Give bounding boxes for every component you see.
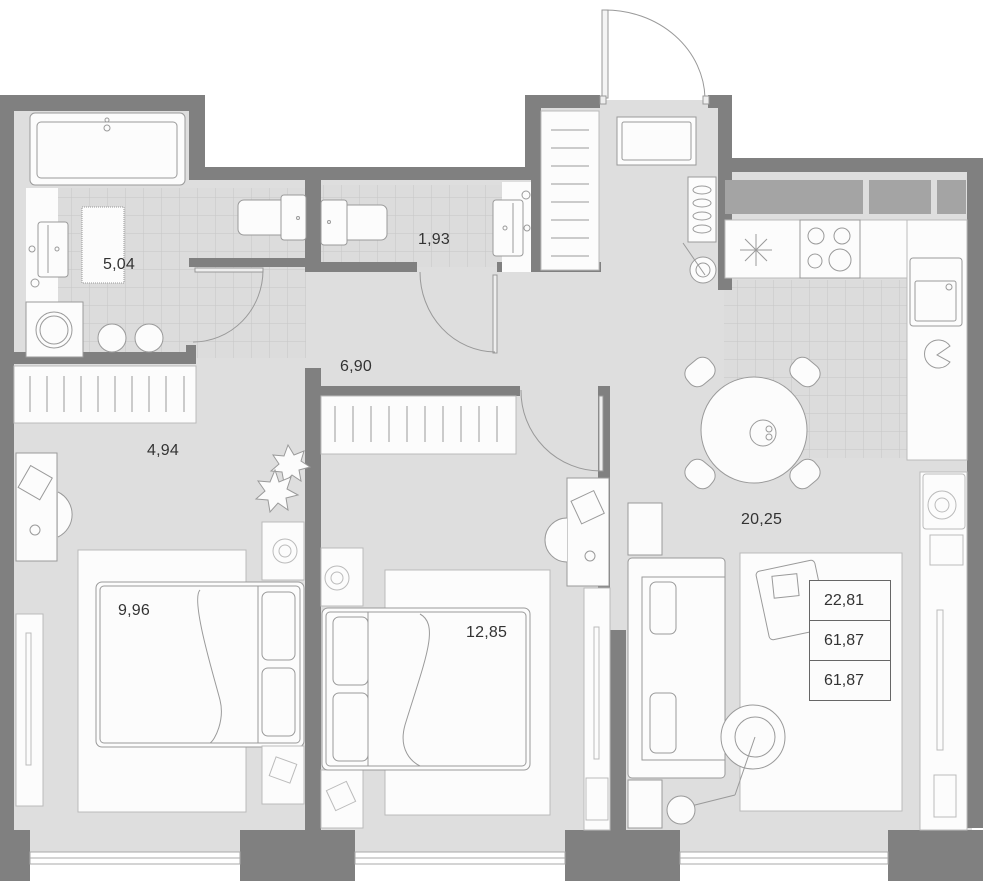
sink-icon [28, 221, 69, 288]
wardrobe [13, 365, 197, 424]
hall-bench [616, 116, 697, 166]
room-area-hallway: 6,90 [340, 358, 372, 375]
upper-cabinets [725, 180, 966, 214]
bath-mat [81, 206, 125, 284]
room-area-bedroom2: 12,85 [466, 624, 508, 641]
kitchen-column [919, 471, 968, 831]
nightstand [320, 547, 364, 829]
door-swing-icon [419, 271, 498, 354]
door-swing-icon [520, 389, 604, 472]
wardrobe [320, 395, 517, 455]
toilet-icon [97, 194, 307, 353]
area-summary-table: 22,81 61,87 61,87 [809, 580, 891, 701]
dining-table-icon [684, 356, 821, 490]
door-swing-icon [192, 267, 264, 343]
shoe-rack [687, 176, 717, 243]
bathtub-icon [29, 112, 186, 186]
desk-icon [544, 477, 610, 587]
floor-lamp-icon [666, 704, 786, 825]
stove-icon [799, 219, 861, 279]
sofa-icon [627, 557, 726, 779]
room-area-bedroom1: 9,96 [118, 602, 150, 619]
hanger-icon [551, 129, 589, 257]
room-area-bathroom: 5,04 [103, 256, 135, 273]
room-area-kitchen-living: 20,25 [741, 511, 783, 528]
desk-icon [15, 452, 73, 562]
walls [0, 95, 983, 881]
windows [29, 851, 889, 865]
side-table [627, 502, 663, 829]
dishwasher-icon [924, 339, 951, 369]
sink-icon [909, 257, 963, 327]
hanger-icon [334, 406, 498, 442]
bed-icon [321, 607, 531, 771]
nightstand [261, 521, 305, 805]
washing-machine-icon [25, 301, 84, 358]
living-area-value: 22,81 [810, 581, 890, 621]
wardrobe [15, 613, 44, 807]
hood-icon [740, 234, 772, 266]
wardrobe [540, 110, 600, 271]
umbrella-stand-icon [682, 242, 717, 284]
bed-icon [95, 581, 305, 748]
total-area-balcony-value: 61,87 [824, 672, 865, 689]
hanger-icon [29, 376, 185, 412]
sink-icon [492, 190, 531, 257]
room-area-dressing: 4,94 [147, 442, 179, 459]
entrance-door-swing-icon [599, 9, 710, 105]
total-area-value: 61,87 [810, 621, 890, 661]
toilet-icon [320, 199, 388, 246]
plant-icon [254, 443, 312, 514]
wardrobe [583, 587, 611, 831]
room-area-toilet: 1,93 [418, 231, 450, 248]
